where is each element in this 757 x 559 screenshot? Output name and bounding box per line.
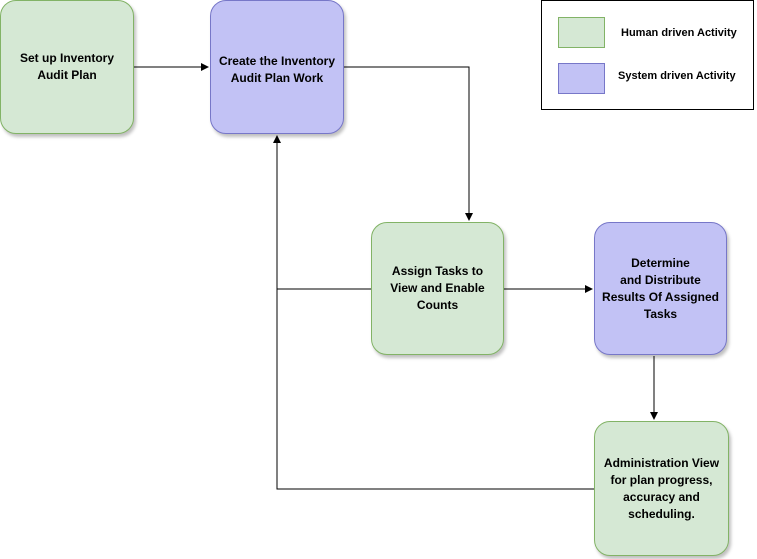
edge-admin-to-create (273, 135, 594, 490)
node-setup-plan: Set up Inventory Audit Plan (0, 0, 134, 134)
node-determine-results-label: Determine and Distribute Results Of Assi… (602, 255, 719, 321)
node-create-work-label: Create the Inventory Audit Plan Work (218, 54, 336, 85)
node-admin-view-label: Administration View for plan progress, a… (603, 455, 720, 521)
node-create-work: Create the Inventory Audit Plan Work (210, 0, 344, 134)
node-assign-tasks: Assign Tasks to View and Enable Counts (371, 222, 504, 355)
legend-swatch-human (558, 17, 605, 48)
node-admin-view: Administration View for plan progress, a… (594, 421, 729, 556)
edge-create-to-assign (344, 66, 473, 221)
legend-label-system: System driven Activity (618, 70, 736, 82)
node-assign-tasks-label: Assign Tasks to View and Enable Counts (390, 264, 485, 312)
legend: Human driven Activity System driven Acti… (541, 0, 754, 110)
node-determine-results: Determine and Distribute Results Of Assi… (594, 222, 727, 355)
node-setup-plan-label: Set up Inventory Audit Plan (19, 51, 114, 82)
legend-swatch-system (558, 63, 605, 94)
legend-label-human: Human driven Activity (621, 27, 737, 39)
